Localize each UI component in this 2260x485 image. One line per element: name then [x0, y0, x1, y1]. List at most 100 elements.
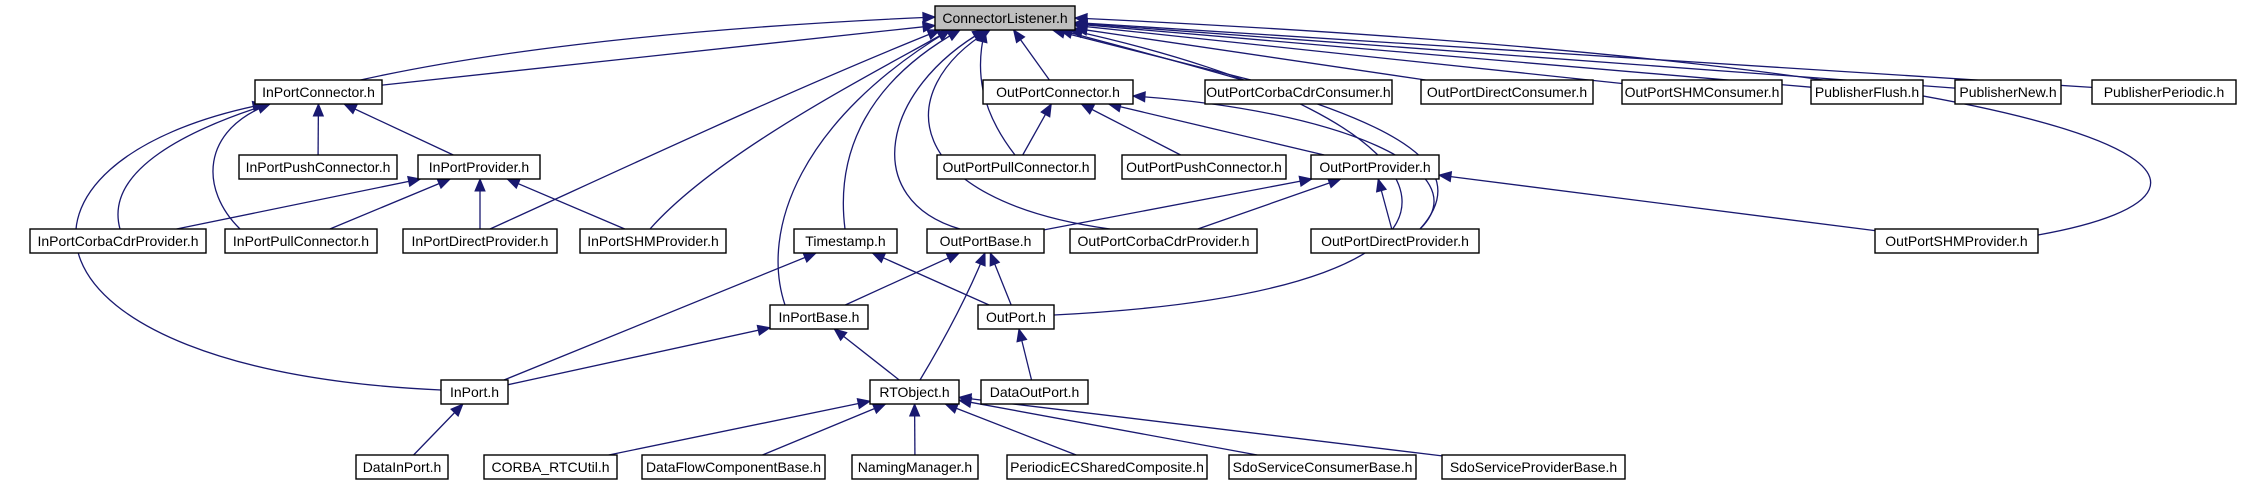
node-box: [224, 228, 378, 254]
edge-InPortSHMProvider-to-InPortProvider: [506, 178, 626, 230]
node-box: [982, 79, 1134, 105]
node-label: InPortConnector.h: [262, 84, 375, 100]
node-rtobject[interactable]: RTObject.h: [869, 379, 960, 405]
node-in-port-corba-cdr-provider[interactable]: InPortCorbaCdrProvider.h: [29, 228, 207, 254]
node-out-port-shmprovider[interactable]: OutPortSHMProvider.h: [1874, 228, 2039, 254]
node-label: RTObject.h: [879, 384, 949, 400]
node-out-port-shmconsumer[interactable]: OutPortSHMConsumer.h: [1621, 79, 1783, 105]
node-in-port-connector[interactable]: InPortConnector.h: [254, 79, 383, 105]
edge-OutPortProvider-to-OutPortConnector: [1107, 101, 1325, 156]
node-sdo-service-consumer-base[interactable]: SdoServiceConsumerBase.h: [1228, 454, 1417, 480]
node-label: OutPortPullConnector.h: [942, 159, 1089, 175]
node-publisher-flush[interactable]: PublisherFlush.h: [1810, 79, 1924, 105]
edge-InPortCorbaCdrProvider-to-InPortProvider: [176, 175, 422, 230]
node-label: PublisherNew.h: [1959, 84, 2056, 100]
node-label: InPortPullConnector.h: [233, 233, 369, 249]
node-naming-manager[interactable]: NamingManager.h: [851, 454, 979, 480]
node-label: DataFlowComponentBase.h: [646, 459, 821, 475]
node-label: OutPortProvider.h: [1319, 159, 1430, 175]
edge-PeriodicECSharedComposite-to-RTObject: [944, 403, 1077, 456]
node-box: [355, 454, 449, 480]
edge-PublisherNew-to-ConnectorListener: [1073, 18, 1956, 89]
edge-InPortPushConnector-to-InPortConnector: [312, 102, 325, 156]
node-box: [1621, 79, 1783, 105]
node-out-port-direct-provider[interactable]: OutPortDirectProvider.h: [1310, 228, 1480, 254]
node-label: OutPortSHMConsumer.h: [1625, 84, 1780, 100]
node-box: [926, 228, 1045, 254]
node-out-port-corba-cdr-provider[interactable]: OutPortCorbaCdrProvider.h: [1069, 228, 1258, 254]
edge-DataInPort-to-InPort: [413, 403, 464, 456]
node-box: [1420, 79, 1594, 105]
node-out-port-pull-connector[interactable]: OutPortPullConnector.h: [936, 154, 1096, 180]
node-label: DataInPort.h: [363, 459, 442, 475]
node-publisher-new[interactable]: PublisherNew.h: [1954, 79, 2062, 105]
edge-InPortBase-to-ConnectorListener: [777, 29, 952, 306]
node-label: PublisherPeriodic.h: [2104, 84, 2225, 100]
node-label: DataOutPort.h: [990, 384, 1080, 400]
node-sdo-service-provider-base[interactable]: SdoServiceProviderBase.h: [1441, 454, 1626, 480]
node-box: [1874, 228, 2039, 254]
edge-OutPortBase-to-OutPortProvider: [1043, 175, 1314, 231]
node-out-port-base[interactable]: OutPortBase.h: [926, 228, 1045, 254]
node-box: [2091, 79, 2237, 105]
node-box: [483, 454, 618, 480]
node-label: OutPortDirectConsumer.h: [1427, 84, 1587, 100]
edge-RTObject-to-OutPortBase: [919, 251, 986, 381]
node-label: InPortCorbaCdrProvider.h: [37, 233, 198, 249]
node-box: [1310, 228, 1480, 254]
edge-OutPortDirectProvider-to-OutPortProvider: [1375, 177, 1393, 230]
node-label: PeriodicECSharedComposite.h: [1010, 459, 1204, 475]
edge-DataOutPort-to-OutPort: [1016, 327, 1033, 381]
node-timestamp[interactable]: Timestamp.h: [793, 228, 898, 254]
node-label: OutPortDirectProvider.h: [1321, 233, 1469, 249]
node-box: [440, 379, 509, 405]
edge-InPortPullConnector-to-InPortProvider: [329, 178, 452, 230]
node-box: [769, 304, 869, 330]
node-label: ConnectorListener.h: [942, 10, 1067, 26]
node-periodic-ecshared-composite[interactable]: PeriodicECSharedComposite.h: [1006, 454, 1208, 480]
edge-CORBA_RTCUtil-to-RTObject: [608, 398, 872, 456]
node-label: InPortDirectProvider.h: [412, 233, 549, 249]
node-in-port-shmprovider[interactable]: InPortSHMProvider.h: [579, 228, 727, 254]
edge-Timestamp-to-ConnectorListener: [842, 29, 962, 230]
node-in-port-pull-connector[interactable]: InPortPullConnector.h: [224, 228, 378, 254]
node-box: [869, 379, 960, 405]
edges-layer: [75, 11, 2152, 457]
node-out-port-connector[interactable]: OutPortConnector.h: [982, 79, 1134, 105]
node-out-port[interactable]: OutPort.h: [977, 304, 1055, 330]
node-label: InPort.h: [450, 384, 499, 400]
edge-InPortDirectProvider-to-ConnectorListener: [489, 29, 942, 230]
node-data-out-port[interactable]: DataOutPort.h: [980, 379, 1089, 405]
edge-OutPortSHMProvider-to-OutPortProvider: [1437, 171, 1876, 232]
node-box: [1310, 154, 1440, 180]
node-label: OutPortCorbaCdrProvider.h: [1078, 233, 1250, 249]
node-in-port-direct-provider[interactable]: InPortDirectProvider.h: [402, 228, 558, 254]
node-box: [980, 379, 1089, 405]
node-data-in-port[interactable]: DataInPort.h: [355, 454, 449, 480]
node-in-port[interactable]: InPort.h: [440, 379, 509, 405]
node-in-port-push-connector[interactable]: InPortPushConnector.h: [238, 154, 398, 180]
node-label: InPortProvider.h: [429, 159, 529, 175]
node-out-port-provider[interactable]: OutPortProvider.h: [1310, 154, 1440, 180]
edge-InPortBase-to-OutPortBase: [845, 252, 961, 306]
node-out-port-push-connector[interactable]: OutPortPushConnector.h: [1121, 154, 1287, 180]
node-out-port-direct-consumer[interactable]: OutPortDirectConsumer.h: [1420, 79, 1594, 105]
node-connector-listener[interactable]: ConnectorListener.h: [934, 5, 1076, 31]
edge-InPortDirectProvider-to-InPortProvider: [474, 177, 486, 229]
node-label: OutPortCorbaCdrConsumer.h: [1206, 84, 1390, 100]
edge-OutPort-to-OutPortBase: [989, 251, 1012, 306]
node-publisher-periodic[interactable]: PublisherPeriodic.h: [2091, 79, 2237, 105]
node-in-port-base[interactable]: InPortBase.h: [769, 304, 869, 330]
node-label: InPortBase.h: [779, 309, 860, 325]
node-corba-rtcutil[interactable]: CORBA_RTCUtil.h: [483, 454, 618, 480]
edge-OutPortBase-to-ConnectorListener: [894, 29, 987, 230]
node-label: OutPortBase.h: [940, 233, 1032, 249]
node-out-port-corba-cdr-consumer[interactable]: OutPortCorbaCdrConsumer.h: [1204, 79, 1393, 105]
node-data-flow-component-base[interactable]: DataFlowComponentBase.h: [641, 454, 826, 480]
node-in-port-provider[interactable]: InPortProvider.h: [417, 154, 541, 180]
edge-InPort-to-Timestamp: [503, 252, 818, 381]
edge-DataFlowComponentBase-to-RTObject: [762, 403, 887, 456]
edge-InPortConnector-to-ConnectorListener: [381, 21, 937, 86]
